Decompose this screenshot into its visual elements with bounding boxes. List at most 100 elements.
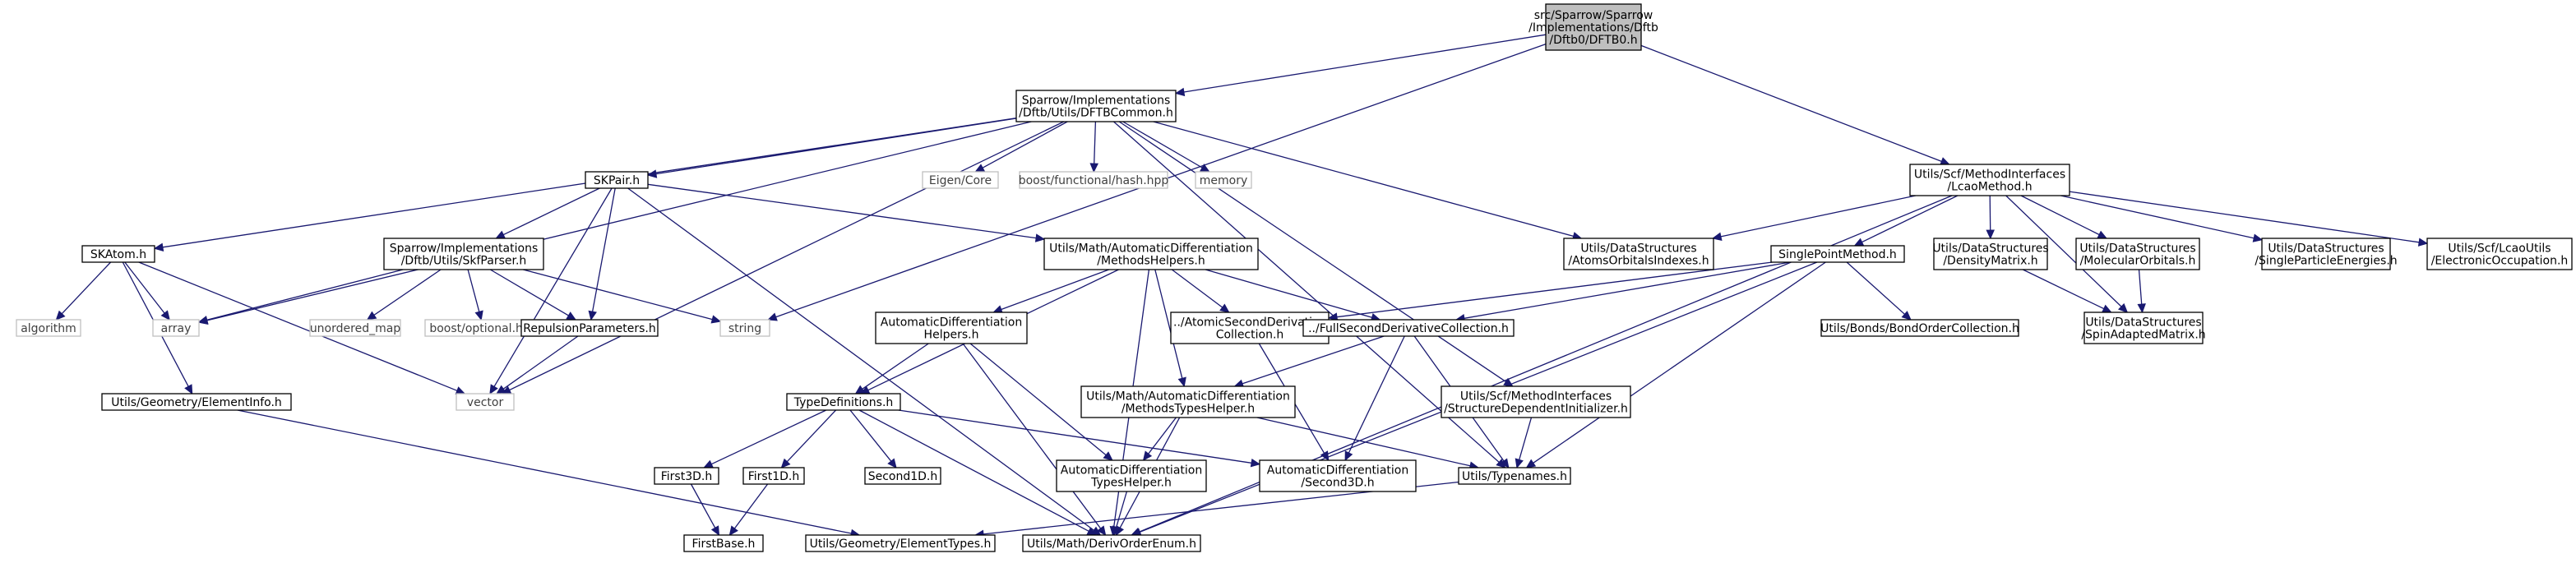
edge-line	[1171, 269, 1223, 308]
edge-arrowhead	[1250, 458, 1261, 468]
edge-line	[1001, 269, 1109, 311]
node-label-line: /SpinAdaptedMatrix.h	[2081, 329, 2205, 342]
edge-line	[1348, 335, 1405, 454]
node-box	[1302, 319, 1515, 337]
node-typenames[interactable]: Utils/Typenames.h	[1458, 467, 1571, 485]
edge-typedefs-to-first1d	[780, 409, 837, 468]
node-box	[875, 311, 1028, 344]
node-box	[383, 238, 544, 270]
node-box	[922, 171, 999, 189]
node-box	[81, 245, 155, 263]
node-second3d[interactable]: AutomaticDifferentiation/Second3D.h	[1259, 459, 1417, 492]
edge-line	[502, 335, 579, 390]
node-fullsecond[interactable]: ../FullSecondDerivativeCollection.h	[1302, 319, 1515, 337]
edge-line	[138, 261, 458, 391]
node-skfparser[interactable]: Sparrow/Implementations/Dftb/Utils/SkfPa…	[383, 238, 544, 270]
node-box	[864, 467, 941, 485]
node-firstbase[interactable]: FirstBase.h	[683, 534, 764, 552]
node-skatom[interactable]: SKAtom.h	[81, 245, 155, 263]
node-atomsorbitals[interactable]: Utils/DataStructures/AtomsOrbitalsIndexe…	[1563, 238, 1714, 270]
edges-layer	[55, 34, 2429, 539]
edge-arrowhead	[1525, 459, 1537, 468]
node-derivorder[interactable]: Utils/Math/DerivOrderEnum.h	[1022, 534, 1201, 552]
node-root[interactable]: src/Sparrow/Sparrow/Implementations/Dftb…	[1528, 3, 1658, 51]
edge-lcaomethod-to-densitymatrix	[1986, 195, 1995, 240]
edge-structuredep-to-typenames	[1515, 417, 1533, 469]
node-structuredep[interactable]: Utils/Scf/MethodInterfaces/StructureDepe…	[1441, 385, 1631, 418]
node-box	[742, 467, 805, 485]
node-first1d[interactable]: First1D.h	[742, 467, 805, 485]
node-box	[719, 319, 770, 337]
node-first3d[interactable]: First3D.h	[654, 467, 719, 485]
node-repulsion[interactable]: RepulsionParameters.h	[520, 319, 659, 337]
node-label-line: Utils/Bonds/BondOrderCollection.h	[1820, 322, 2019, 335]
node-label-line: /AtomsOrbitalsIndexes.h	[1568, 255, 1709, 268]
node-electronicocc[interactable]: Utils/Scf/LcaoUtils/ElectronicOccupation…	[2426, 238, 2573, 270]
edge-first3d-to-firstbase	[690, 483, 720, 537]
node-dftbcommon[interactable]: Sparrow/Implementations/Dftb/Utils/DFTBC…	[1015, 90, 1177, 122]
node-box	[456, 393, 515, 411]
edge-adtypes-to-derivorder	[1112, 491, 1128, 537]
node-memory: memory	[1195, 171, 1252, 189]
edge-arrowhead	[184, 384, 193, 395]
node-box	[2426, 238, 2573, 270]
node-elementinfo[interactable]: Utils/Geometry/ElementInfo.h	[101, 393, 292, 411]
edge-arrowhead	[1901, 311, 1912, 321]
node-label-line: Utils/Scf/MethodInterfaces	[1460, 390, 1612, 404]
node-spinadapted[interactable]: Utils/DataStructures/SpinAdaptedMatrix.h	[2081, 311, 2206, 344]
edge-lcaomethod-to-electronicocc	[2069, 191, 2429, 247]
node-box	[1545, 3, 1642, 51]
edge-line	[1336, 261, 1773, 318]
node-label-line: /Implementations/Dftb	[1528, 21, 1658, 35]
node-box	[152, 319, 200, 337]
node-second1d[interactable]: Second1D.h	[864, 467, 941, 485]
edge-skpair-to-vector	[489, 187, 613, 395]
edge-arrowhead	[1515, 458, 1524, 469]
node-box	[2261, 238, 2391, 270]
node-label-line: unordered_map	[310, 322, 400, 335]
edge-densitymatrix-to-spinadapted	[2023, 269, 2112, 313]
edge-line	[373, 269, 442, 316]
edge-line	[627, 187, 1094, 531]
edge-line	[2020, 195, 2100, 236]
node-molecularorbitals[interactable]: Utils/DataStructures/MolecularOrbitals.h	[2075, 238, 2200, 270]
edge-molecularorbitals-to-spinadapted	[2137, 269, 2146, 314]
node-lcaomethod[interactable]: Utils/Scf/MethodInterfaces/LcaoMethod.h	[1909, 164, 2070, 196]
edge-arrowhead	[1112, 525, 1121, 537]
node-label-line: /ElectronicOccupation.h	[2431, 255, 2569, 268]
node-box	[1080, 385, 1296, 418]
node-singleparticle[interactable]: Utils/DataStructures/SingleParticleEnerg…	[2255, 238, 2398, 270]
edge-line	[1154, 269, 1183, 379]
node-label-line: Utils/DataStructures	[2085, 316, 2201, 330]
edge-line	[733, 483, 769, 529]
edge-arrowhead	[1219, 303, 1230, 313]
node-elementtypes[interactable]: Utils/Geometry/ElementTypes.h	[805, 534, 996, 552]
node-bondorder[interactable]: Utils/Bonds/BondOrderCollection.h	[1820, 319, 2019, 337]
edge-line	[523, 269, 713, 321]
edge-arrowhead	[1320, 450, 1330, 462]
edge-arrowhead	[1097, 525, 1107, 536]
node-box	[16, 319, 81, 337]
node-label-line: /MethodsHelpers.h	[1097, 255, 1205, 268]
node-methodshelpers[interactable]: Utils/Math/AutomaticDifferentiation/Meth…	[1043, 238, 1259, 270]
node-densitymatrix[interactable]: Utils/DataStructures/DensityMatrix.h	[1932, 238, 2049, 270]
node-box	[1441, 385, 1631, 418]
node-singlepoint[interactable]: SinglePointMethod.h	[1770, 245, 1905, 263]
edge-line	[61, 261, 112, 315]
edge-arrowhead	[1711, 232, 1723, 241]
node-box	[1015, 90, 1177, 122]
edge-line	[1464, 261, 1791, 319]
node-label-line: /MolecularOrbitals.h	[2080, 255, 2196, 268]
edge-methodshelpers-to-adhelpers	[992, 269, 1109, 314]
node-typedefs[interactable]: TypeDefinitions.h	[786, 393, 901, 411]
edge-arrowhead	[1344, 450, 1353, 462]
node-label-line: Sparrow/Implementations	[390, 242, 539, 256]
edge-dftbcommon-to-memory	[1122, 121, 1210, 173]
node-label-line: /MethodsTypesHelper.h	[1122, 403, 1255, 416]
node-skpair[interactable]: SKPair.h	[585, 171, 649, 189]
edge-line	[1256, 417, 1471, 467]
edge-singlepoint-to-bondorder	[1846, 261, 1912, 321]
node-methodstypes[interactable]: Utils/Math/AutomaticDifferentiation/Meth…	[1080, 385, 1296, 418]
